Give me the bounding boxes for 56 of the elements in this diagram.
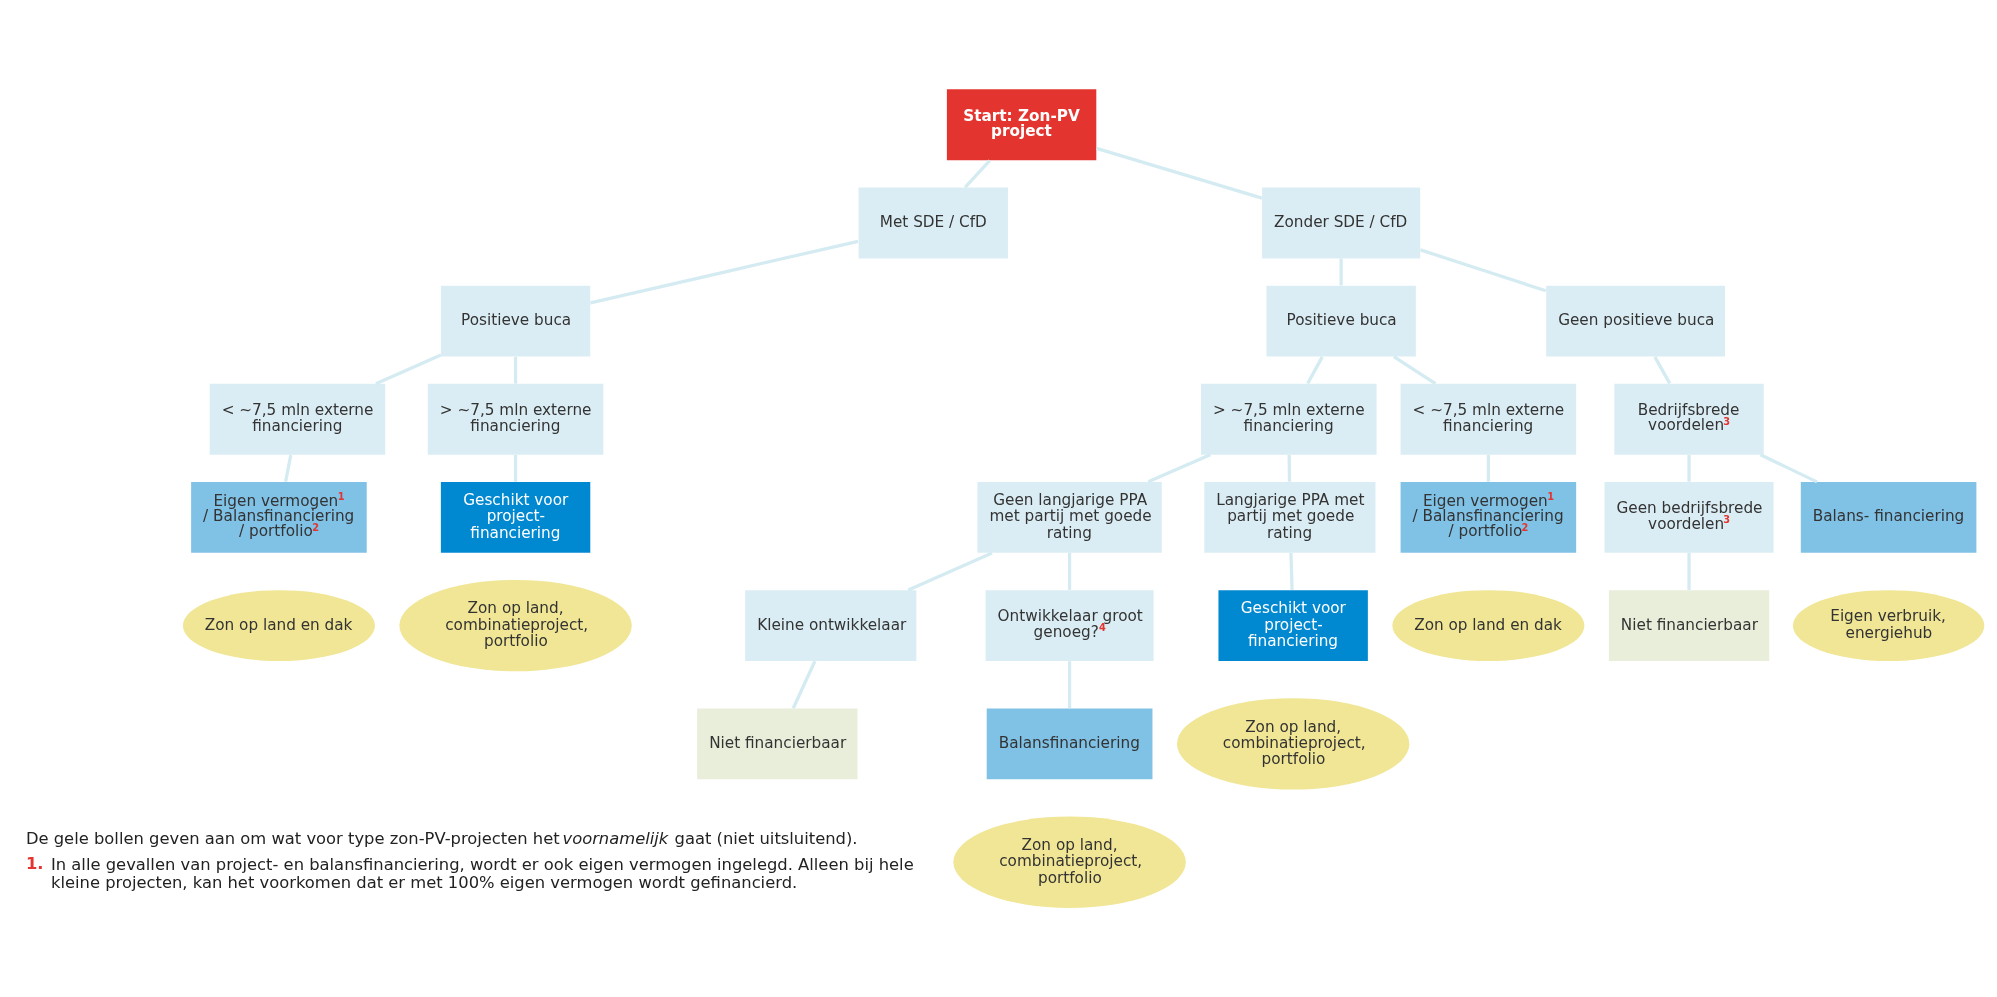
connector [1687,552,1691,590]
connector [1419,248,1547,293]
node-box: Geschikt voor project- financiering [440,481,591,553]
connector [907,551,993,592]
node-box: Kleine ontwikkelaar [745,590,917,662]
node-box: Balans- financiering [1800,481,1977,553]
connector [1393,355,1437,386]
connector [1067,661,1072,709]
node-ellipse: Zon op land, combinatieproject, portfolio [1176,698,1410,790]
connector [375,353,442,386]
node-box: Ontwikkelaar groot genoeg?$^{4}$ [985,590,1154,662]
node-box: Geen langjarige PPA met partij met goede rating [977,481,1162,553]
node-ellipse: Zon op land, combinatieproject, portfolio [953,816,1186,908]
label: In alle gevallen van project- en balansfinanciering, wordt er ook eigen vermogen ingelegd. Alleen bij hele kleine projecten, kan het voorkomen dat er met 100% eigen vermogen wordt gefinancierd. [51,854,914,893]
node-ellipse: Zon op land en dak [182,590,375,662]
connector [1287,455,1292,482]
node-box: Niet financierbaar [1608,590,1770,662]
node-box: Met SDE / CfD [858,187,1008,259]
node-box: Geen bedrijfsbrede voordelen$^{3}$ [1604,481,1774,553]
node-box: Geschikt voor project- financiering [1218,590,1368,662]
node-box: Positieve buca [440,285,591,357]
node-box: Geen positieve buca [1546,285,1725,357]
connector [513,356,518,384]
node-box: Eigen vermogen$^{1}$ / Balansfinanciering / portfolio$^{2}$ [191,481,367,553]
connector [1759,453,1818,484]
node-box: Niet financierbaar [697,708,858,780]
node-ellipse: Eigen verbruik, energiehub [1792,590,1985,662]
label: De gele bollen geven aan om wat voor type zon-PV-projecten het voornamelijk gaat (niet uitsluitend). [25,828,858,848]
node-box: < ~7,5 mln externe financiering [1400,383,1577,455]
connector [590,239,859,305]
connector [1147,453,1211,484]
node-box: Balansfinanciering [986,708,1153,780]
label: 1. [25,853,44,873]
connector [1067,552,1072,590]
connector [1096,146,1263,200]
connector [1306,356,1324,385]
node-box: < ~7,5 mln externe financiering [209,383,386,455]
connector [1687,455,1691,482]
connector [963,159,991,189]
connector [1289,552,1294,590]
node-box: Eigen vermogen$^{1}$ / Balansfinanciering / portfolio$^{2}$ [1400,481,1577,553]
node-box: > ~7,5 mln externe financiering [427,383,604,455]
node-box: Start: Zon-PV project [946,89,1097,161]
node-ellipse: Zon op land en dak [1392,590,1585,662]
connector [1339,258,1343,286]
connector [1653,356,1672,385]
connector [513,455,518,482]
node-box: Positieve buca [1266,285,1416,357]
node-ellipse: Zon op land, combinatieproject, portfolio [399,579,632,672]
node-box: Langjarige PPA met partij met goede rating [1204,481,1376,553]
node-box: > ~7,5 mln externe financiering [1201,383,1377,455]
node-box: Bedrijfsbrede voordelen$^{3}$ [1614,383,1764,455]
connector [791,660,817,709]
node-box: Zonder SDE / CfD [1262,187,1421,259]
connector [1486,455,1490,482]
connector [284,454,293,483]
